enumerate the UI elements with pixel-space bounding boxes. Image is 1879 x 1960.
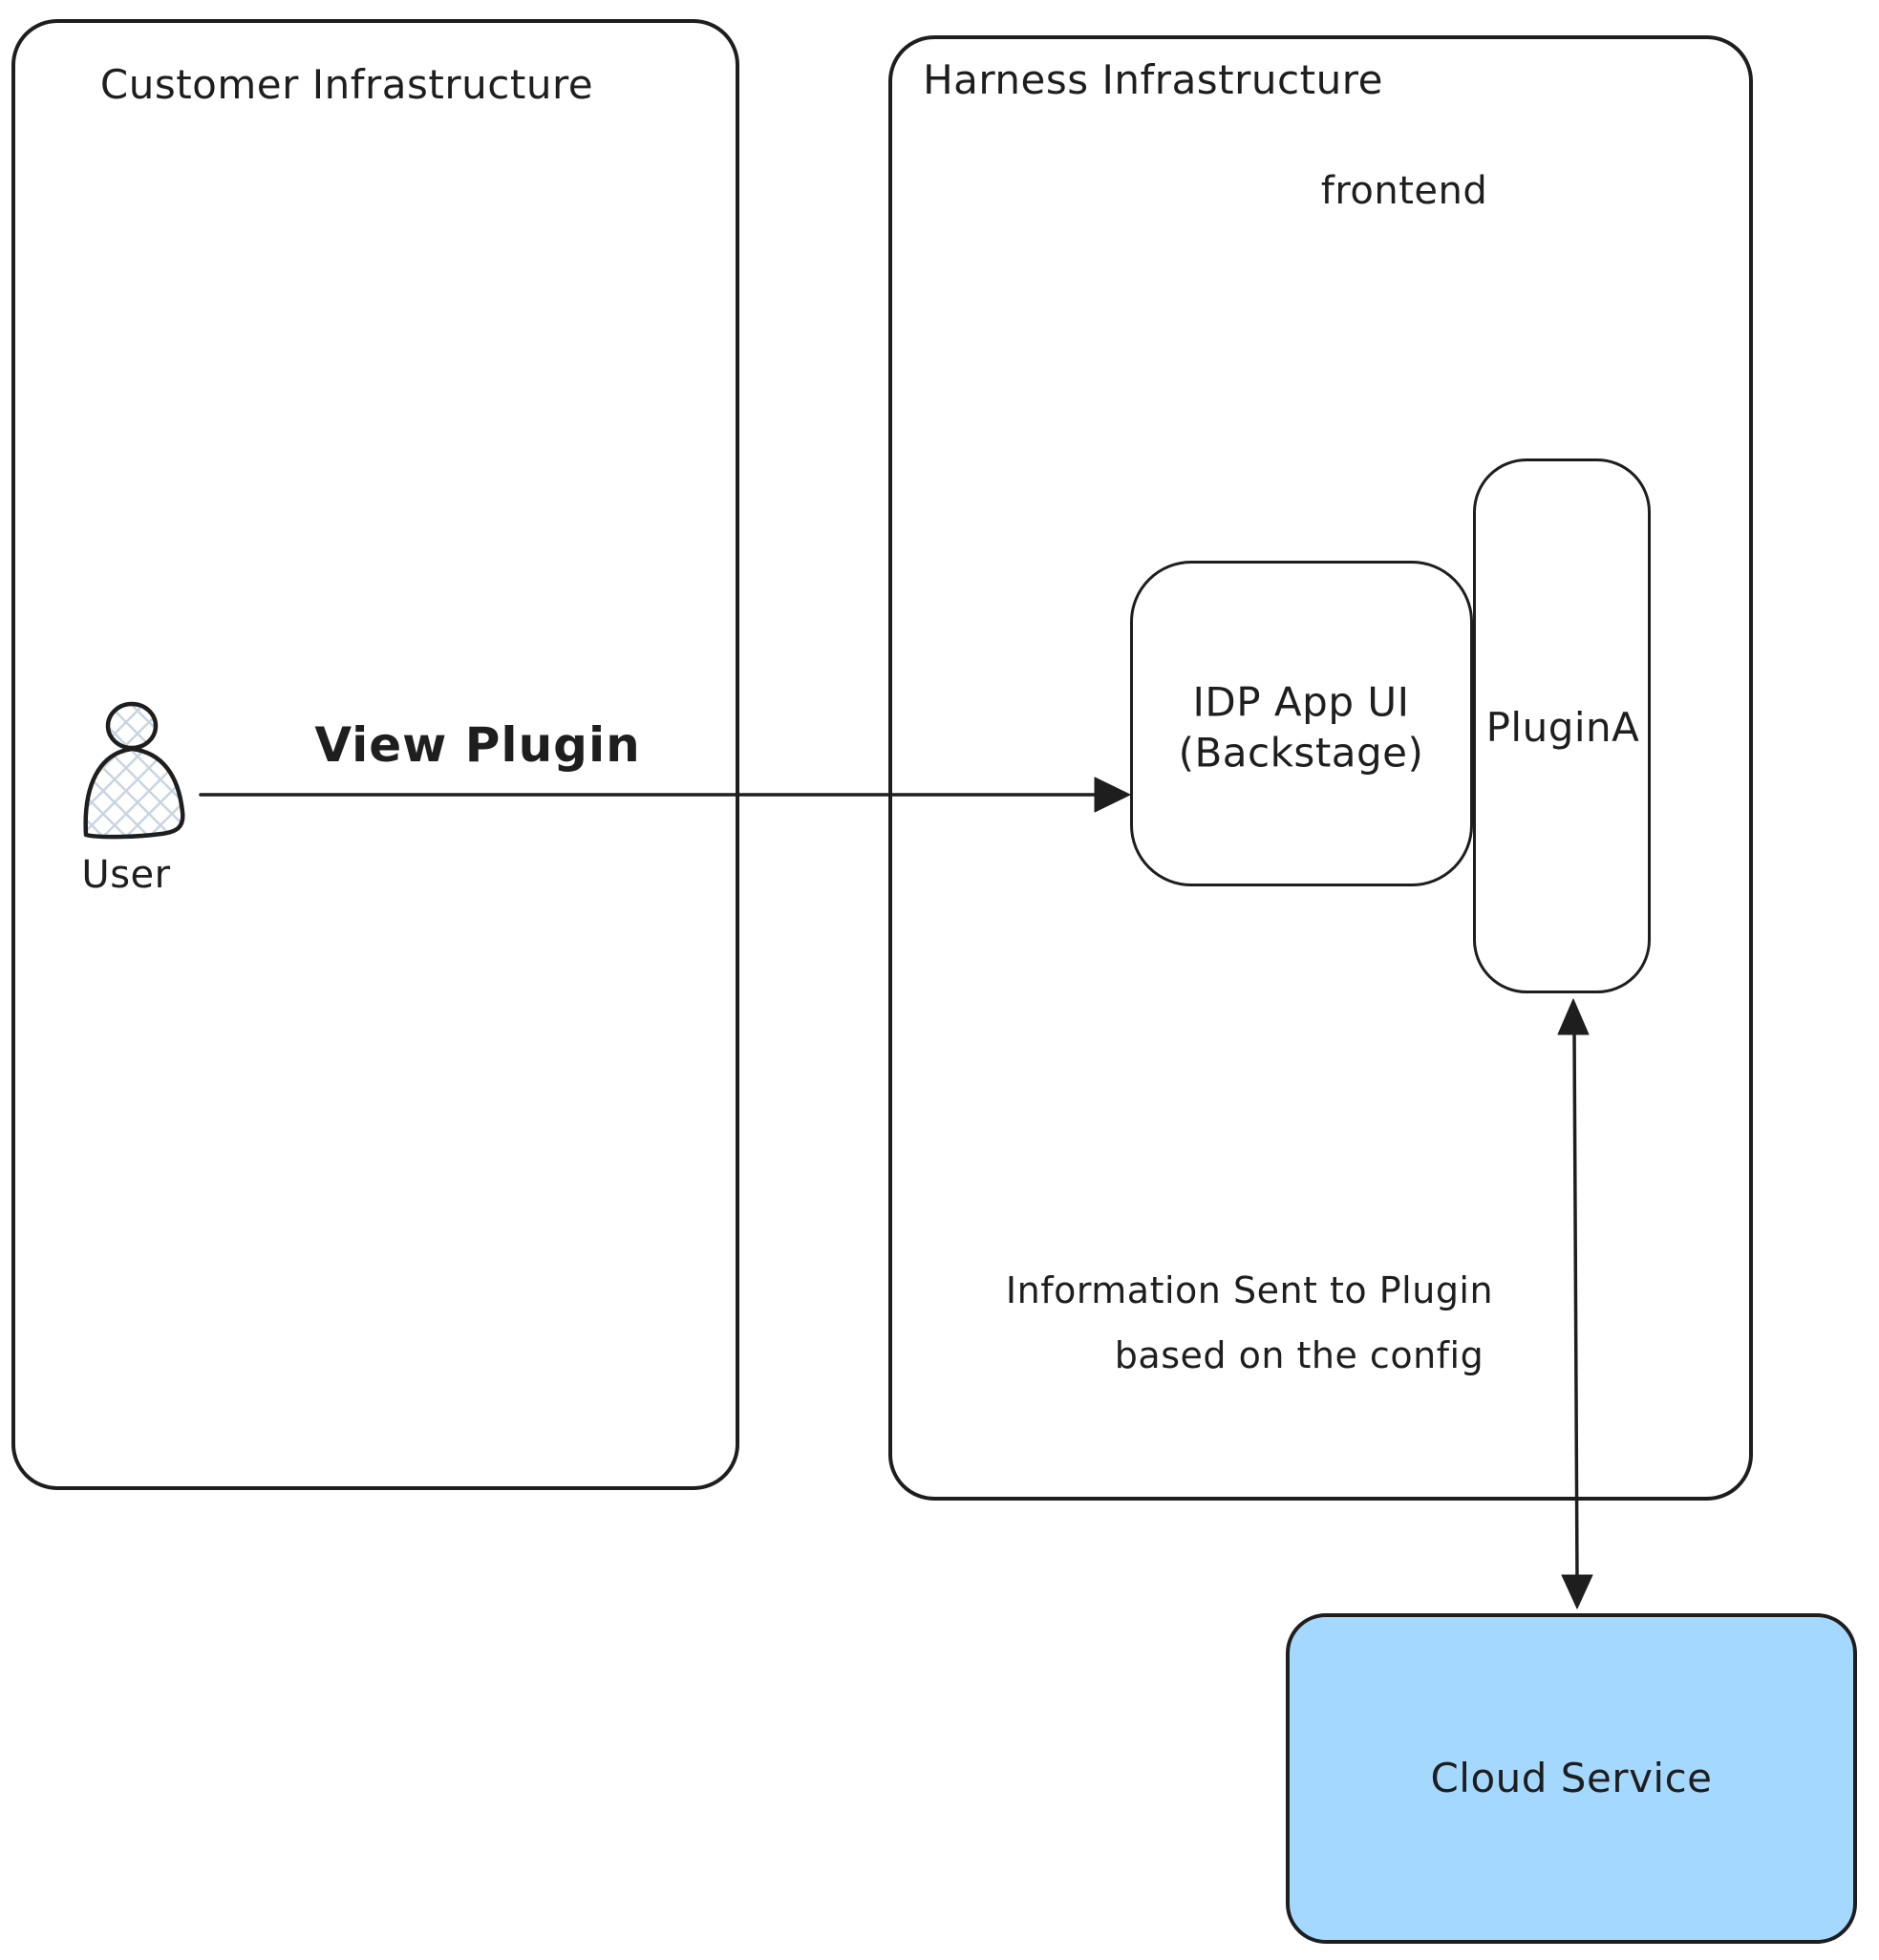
customer-infrastructure-title: Customer Infrastructure [99,60,594,108]
frontend-label: frontend [1320,169,1488,213]
user-label: User [81,853,171,897]
plugin-a-box [1473,458,1651,993]
cloud-service-label: Cloud Service [1430,1754,1713,1801]
idp-app-ui-box [1130,561,1473,886]
idp-app-ui-label: IDP App UI (Backstage) [1179,678,1424,778]
plugin-a-label: PluginA [1485,703,1640,751]
harness-infrastructure-title: Harness Infrastructure [923,55,1383,103]
info-sent-label-line1: Information Sent to Plugin [1005,1269,1494,1312]
harness-infrastructure-box [888,35,1753,1501]
customer-infrastructure-box [11,19,739,1490]
idp-app-ui-label-line2: (Backstage) [1178,729,1424,776]
info-sent-label-line2: based on the config [1114,1334,1484,1377]
idp-app-ui-label-line1: IDP App UI [1192,678,1410,726]
cloud-service-box [1286,1613,1857,1944]
view-plugin-label: View Plugin [314,717,641,773]
